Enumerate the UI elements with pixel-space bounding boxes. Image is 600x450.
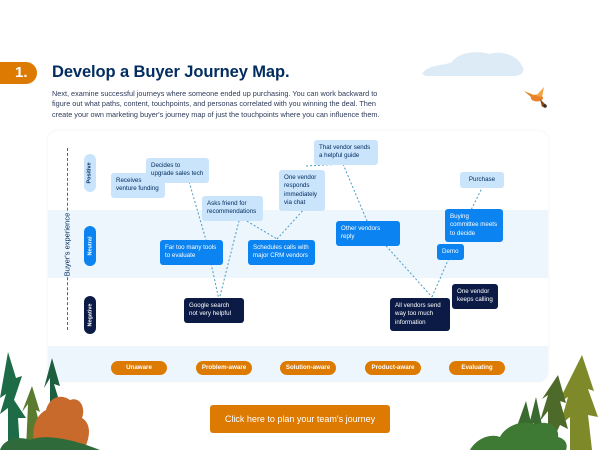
level-negative-pill: Negative [84, 296, 96, 334]
journey-node-google-search: Google search not very helpful [184, 298, 244, 323]
level-positive-pill: Positive [84, 154, 96, 192]
path-segment [342, 163, 371, 229]
path-segment [431, 257, 450, 298]
stage-evaluating: Evaluating [449, 361, 505, 375]
journey-node-vendor-responds: One vendor responds immediately via chat [279, 170, 325, 212]
journey-node-committee: Buying committee meets to decide [445, 209, 503, 242]
path-segment [276, 206, 307, 240]
stage-solution-aware: Solution-aware [280, 361, 336, 375]
journey-node-asks-friend: Asks friend for recommendations [202, 196, 263, 221]
hummingbird-illustration [524, 87, 547, 108]
path-segment [369, 227, 433, 298]
journey-node-decides-upgrade: Decides to upgrade sales tech [146, 158, 209, 183]
trees-right-illustration [470, 355, 598, 450]
stage-problem-aware: Problem-aware [196, 361, 252, 375]
stage-unaware: Unaware [111, 361, 167, 375]
path-segment [187, 177, 207, 241]
stage-product-aware: Product-aware [365, 361, 421, 375]
journey-node-too-many-tools: Far too many tools to evaluate [160, 240, 223, 265]
path-segment [239, 216, 278, 240]
page-title: Develop a Buyer Journey Map. [52, 63, 290, 81]
level-neutral-pill: Neutral [84, 226, 96, 266]
journey-node-schedules-calls: Schedules calls with major CRM vendors [248, 240, 315, 265]
journey-node-too-much-info: All vendors send way too much informatio… [390, 298, 450, 331]
cloud-illustration [422, 52, 524, 76]
plan-journey-button[interactable]: Click here to plan your team's journey [210, 405, 390, 433]
journey-node-other-vendors-reply: Other vendors reply [336, 221, 400, 246]
journey-node-keeps-calling: One vendor keeps calling [452, 284, 498, 309]
journey-node-helpful-guide: That vendor sends a helpful guide [314, 140, 378, 165]
journey-node-demo: Demo [437, 244, 464, 261]
journey-node-purchase: Purchase [460, 172, 504, 189]
intro-paragraph: Next, examine successful journeys where … [52, 89, 380, 119]
trees-left-illustration [0, 352, 100, 450]
step-number-badge: 1. [0, 62, 37, 84]
